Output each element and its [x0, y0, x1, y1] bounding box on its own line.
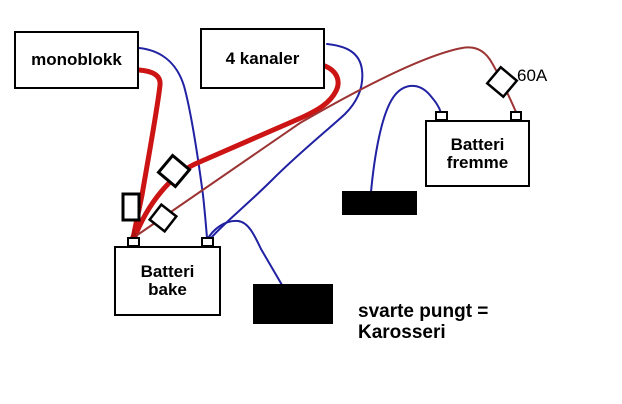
wire-rear-battery-negative-to-ground	[206, 219, 283, 286]
four-channel-amp-box: 4 kanaler	[200, 28, 325, 89]
main-fuse-rating-label: 60A	[517, 66, 548, 85]
rear-battery-positive-terminal	[127, 237, 140, 247]
front-battery-negative-terminal	[435, 111, 448, 121]
chassis-ground-point-front	[342, 191, 417, 215]
inline-fuse-diamond-small-icon	[147, 202, 179, 234]
wire-mono-to-rear-battery-negative	[138, 47, 208, 239]
rear-battery-negative-terminal	[201, 237, 214, 247]
rear-battery-box: Batteri bake	[114, 246, 221, 316]
wire-4ch-to-rear-battery-positive	[131, 63, 341, 242]
main-fuse-60a-icon	[485, 65, 519, 99]
front-battery-positive-terminal	[510, 111, 522, 121]
legend-note: svarte pungt = Karosseri	[358, 301, 489, 343]
mono-amp-box: monoblokk	[14, 31, 139, 89]
chassis-ground-point-rear	[253, 284, 333, 324]
inline-fuse-rect-icon	[121, 192, 141, 222]
wire-ground-to-front-battery-negative	[370, 84, 442, 193]
wire-4ch-to-rear-battery-negative	[210, 43, 364, 239]
front-battery-box: Batteri fremme	[425, 120, 530, 187]
inline-fuse-diamond-large-icon	[156, 153, 192, 189]
